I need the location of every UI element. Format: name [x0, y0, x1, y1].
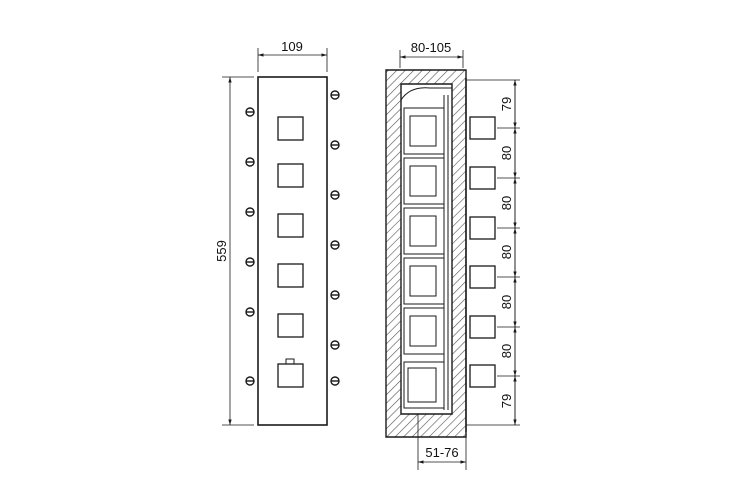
front-width-label: 109 — [281, 39, 303, 54]
spacing-dimension-chain — [466, 79, 520, 426]
knob-square — [277, 263, 304, 288]
spacing-label-7: 79 — [499, 394, 514, 408]
knob-square — [277, 363, 304, 388]
side-depth-label: 80-105 — [411, 40, 451, 55]
spacing-label-5: 80 — [499, 295, 514, 309]
spacing-label-3: 80 — [499, 196, 514, 210]
spacing-label-4: 80 — [499, 245, 514, 259]
knob-tab — [285, 358, 295, 365]
valve-modules — [403, 95, 449, 410]
side-recess-label: 51-76 — [425, 445, 458, 460]
knob-square — [277, 163, 304, 188]
knob-square — [277, 313, 304, 338]
front-view: 109 559 — [214, 39, 340, 426]
spacing-label-6: 80 — [499, 344, 514, 358]
knob-square — [277, 116, 304, 141]
side-view: 80-105 — [385, 40, 520, 470]
side-knobs — [469, 116, 496, 388]
knob-square — [277, 213, 304, 238]
front-height-label: 559 — [214, 240, 229, 262]
front-plate — [257, 76, 328, 426]
fixing-screws — [245, 90, 340, 386]
spacing-label-2: 80 — [499, 146, 514, 160]
spacing-label-1: 79 — [499, 97, 514, 111]
